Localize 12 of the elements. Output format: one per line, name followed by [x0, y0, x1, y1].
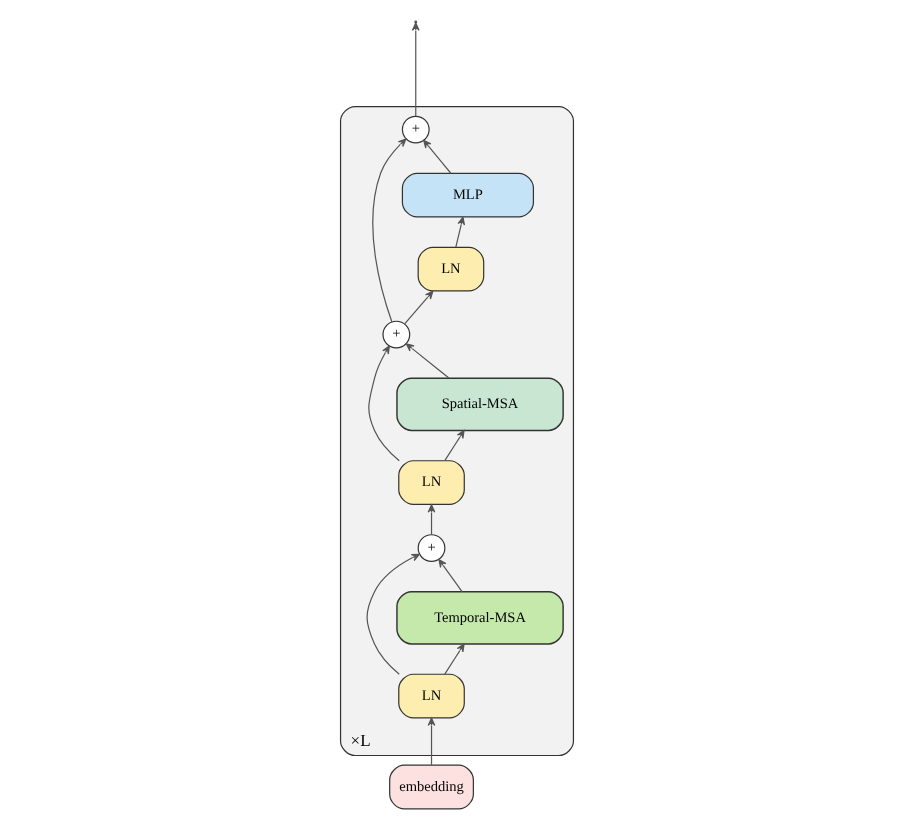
arrow — [404, 343, 449, 379]
arrow — [365, 553, 419, 675]
arrow — [426, 717, 435, 766]
arrow — [371, 138, 406, 323]
arrow — [443, 643, 464, 675]
arrow — [426, 504, 435, 536]
arrow — [437, 559, 462, 593]
arrow — [422, 139, 451, 174]
arrow — [403, 290, 433, 325]
arrow — [454, 216, 465, 248]
arrow — [367, 345, 399, 462]
arrow — [443, 429, 464, 462]
